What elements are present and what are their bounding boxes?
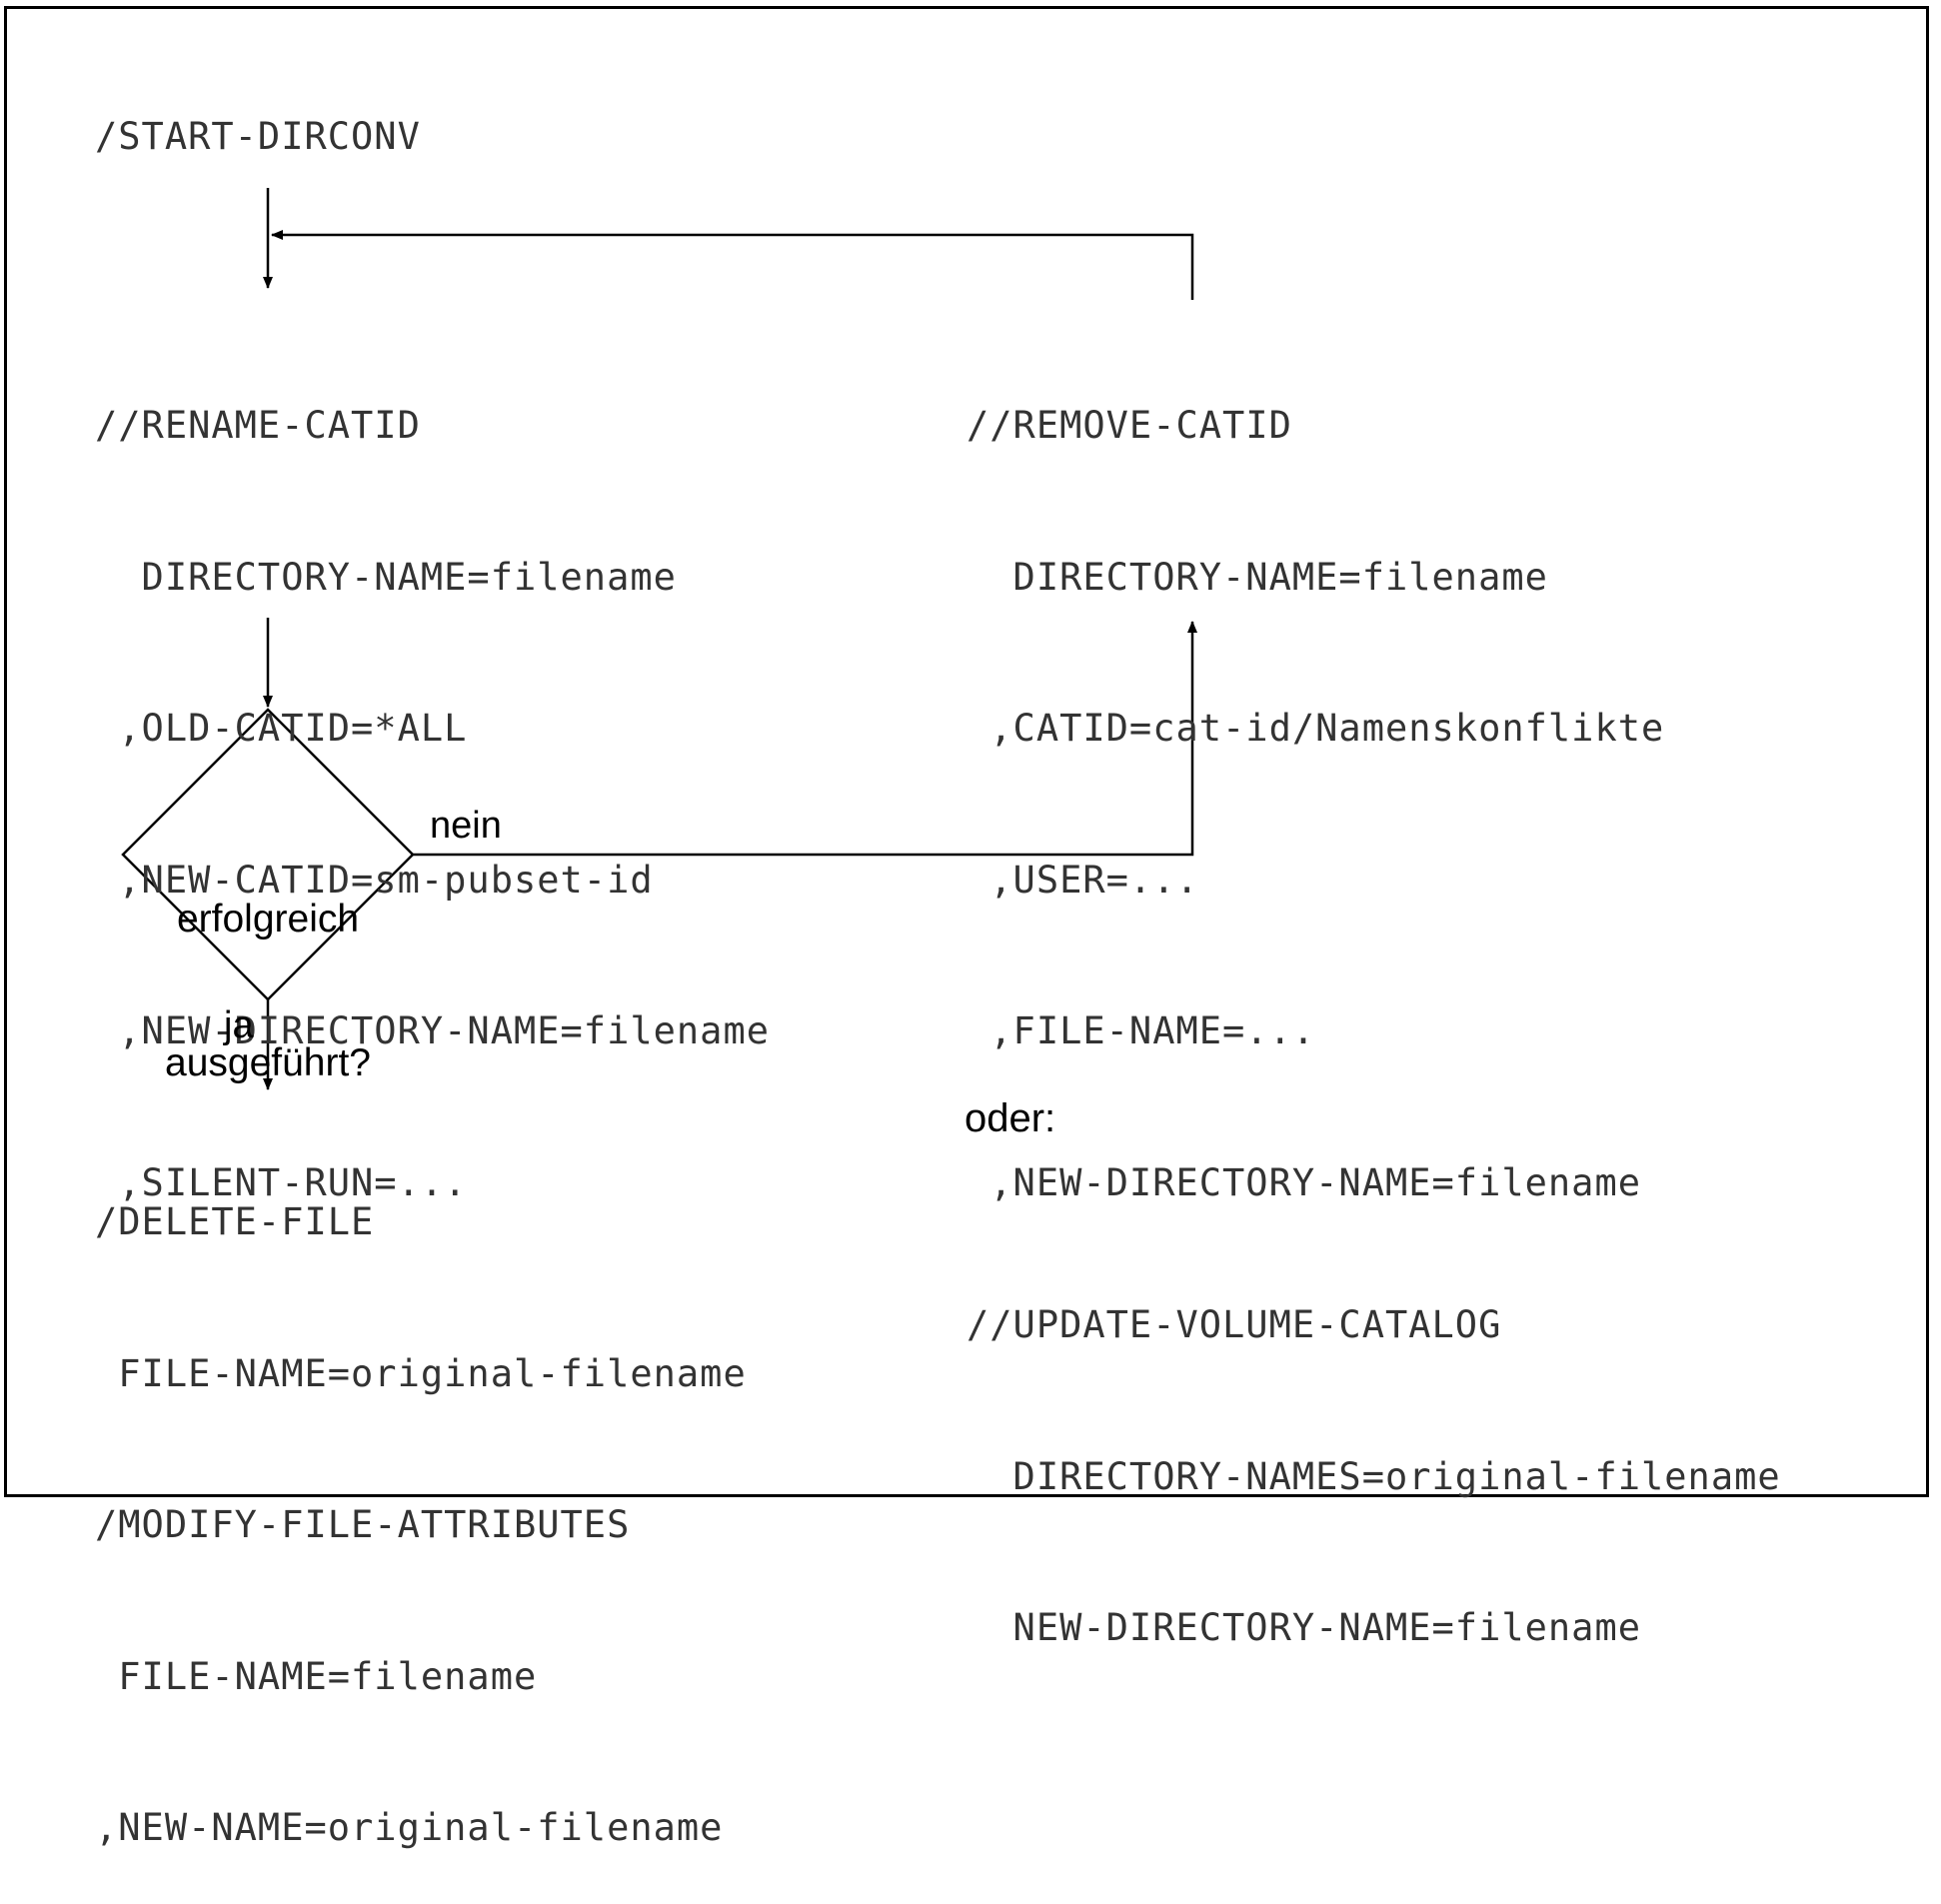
delete-modify-block: /DELETE-FILE FILE-NAME=original-filename…: [95, 1096, 747, 1904]
delete-line: FILE-NAME=original-filename: [95, 1351, 747, 1395]
rename-line: //RENAME-CATID: [95, 404, 421, 447]
flow-connectors: [121, 188, 1197, 1090]
decision-text: erfolgreich ausgeführt?: [143, 800, 393, 1135]
remove-line: ,USER=...: [967, 858, 1199, 902]
update-line: //UPDATE-VOLUME-CATALOG: [967, 1303, 1502, 1346]
alternative-label: oder:: [965, 1096, 1056, 1140]
update-volume-catalog-block: //UPDATE-VOLUME-CATALOG DIRECTORY-NAMES=…: [967, 1199, 1781, 1704]
delete-line: /MODIFY-FILE-ATTRIBUTES: [95, 1503, 631, 1546]
delete-line: FILE-NAME=filename: [95, 1654, 538, 1698]
arrow-decision-no-to-remove: [413, 621, 1197, 857]
decision-yes-label: ja: [224, 1004, 254, 1046]
arrow-remove-to-rename: [271, 230, 1194, 300]
remove-line: //REMOVE-CATID: [967, 404, 1292, 447]
remove-line: ,CATID=cat-id/Namenskonflikte: [967, 707, 1665, 750]
remove-line: ,FILE-NAME=...: [967, 1009, 1316, 1052]
delete-line: ,NEW-NAME=original-filename: [95, 1806, 724, 1849]
decision-line: ausgeführt?: [165, 1041, 371, 1084]
update-line: DIRECTORY-NAMES=original-filename: [967, 1454, 1781, 1498]
rename-catid-block: //RENAME-CATID DIRECTORY-NAME=filename ,…: [95, 300, 770, 1259]
rename-line: ,NEW-DIRECTORY-NAME=filename: [95, 1009, 771, 1052]
remove-catid-block: //REMOVE-CATID DIRECTORY-NAME=filename ,…: [967, 300, 1664, 1259]
rename-line: ,NEW-CATID=sm-pubset-id: [95, 858, 654, 902]
delete-line: /DELETE-FILE: [95, 1200, 375, 1243]
rename-line: ,OLD-CATID=*ALL: [95, 707, 468, 750]
rename-line: DIRECTORY-NAME=filename: [95, 555, 677, 599]
rename-line: ,SILENT-RUN=...: [95, 1160, 468, 1204]
diagram-frame: [4, 6, 1929, 1497]
update-line: NEW-DIRECTORY-NAME=filename: [967, 1606, 1642, 1649]
remove-line: DIRECTORY-NAME=filename: [967, 555, 1548, 599]
remove-line: ,NEW-DIRECTORY-NAME=filename: [967, 1160, 1642, 1204]
start-command: /START-DIRCONV: [95, 115, 421, 158]
decision-line: erfolgreich: [176, 898, 360, 941]
decision-no-label: nein: [430, 805, 502, 847]
